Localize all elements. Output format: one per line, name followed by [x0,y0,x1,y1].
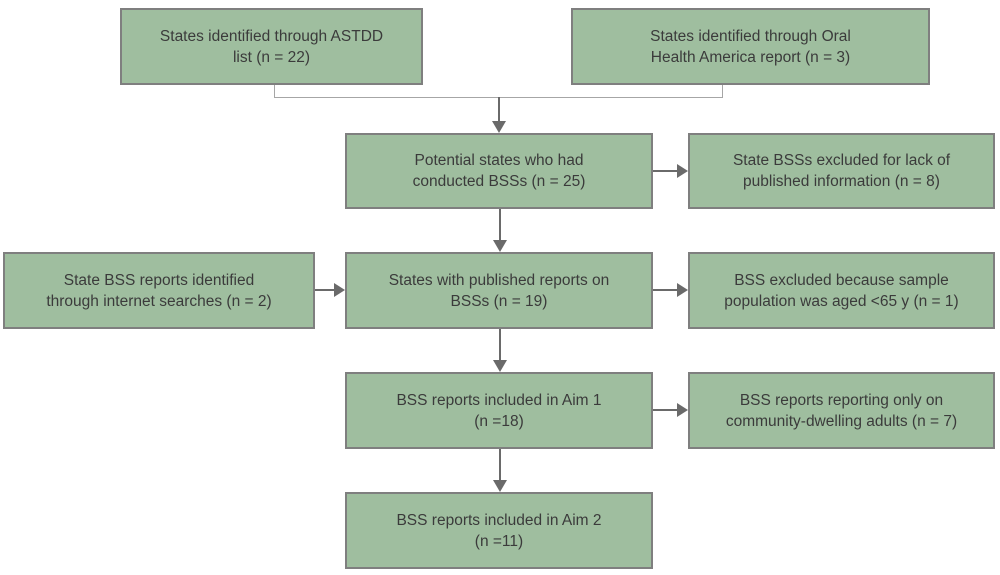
box-text-line: BSS reports reporting only on [739,391,944,409]
box-excluded-aged-under-65: BSS excluded because sample population w… [688,252,995,329]
box-text-line: Potential states who had [414,152,584,169]
box-text-line: (n =11) [474,532,524,550]
box-text-line: community-dwelling adults (n = 7) [725,412,958,430]
box-potential-states-bss: Potential states who had conducted BSSs … [345,133,653,209]
box-text-line: BSS reports included in Aim 1 [396,391,602,409]
box-text-line: Health America report (n = 3) [650,48,851,66]
arrow-down-icon [493,240,507,252]
box-text-line: published information (n = 8) [743,173,940,190]
connector-line [274,85,275,97]
arrow-right-icon [677,164,688,178]
arrow-right-icon [677,403,688,417]
box-included-aim-2: BSS reports included in Aim 2 (n =11) [345,492,653,569]
arrow-right-icon [334,283,345,297]
arrow-right-line [653,289,677,291]
box-text-line: States with published reports on [388,271,610,289]
arrow-right-line [315,289,334,291]
box-excluded-lack-published: State BSSs excluded for lack of publishe… [688,133,995,209]
box-text-line: BSSs (n = 19) [450,292,548,310]
arrow-right-icon [677,283,688,297]
box-text-line: States identified through Oral [650,27,851,45]
box-text-line: State BSS reports identified [63,271,255,289]
box-text-line: States identified through ASTDD [159,27,384,45]
arrow-down-line [499,329,501,360]
box-internet-searches: State BSS reports identified through int… [3,252,315,329]
box-text-line: conducted BSSs (n = 25) [412,173,586,190]
box-text-line: State BSSs excluded for lack of [732,152,951,169]
arrow-right-line [653,409,677,411]
arrow-down-icon [493,480,507,492]
arrow-down-icon [492,121,506,133]
box-text-line: BSS reports included in Aim 2 [396,511,602,529]
arrow-down-line [498,97,500,121]
box-text-line: (n =18) [474,412,524,430]
arrow-down-line [499,209,501,240]
arrow-right-line [653,170,677,172]
arrow-down-line [499,449,501,480]
box-included-aim-1: BSS reports included in Aim 1 (n =18) [345,372,653,449]
arrow-down-icon [493,360,507,372]
box-published-reports: States with published reports on BSSs (n… [345,252,653,329]
box-text-line: through internet searches (n = 2) [46,292,272,310]
box-states-astdd-list: States identified through ASTDD list (n … [120,8,423,85]
box-text-line: list (n = 22) [232,48,311,66]
box-text-line: BSS excluded because sample [734,271,949,289]
connector-line [722,85,723,97]
box-community-dwelling-only: BSS reports reporting only on community-… [688,372,995,449]
box-text-line: population was aged <65 y (n = 1) [724,292,959,310]
box-states-oral-health-america: States identified through Oral Health Am… [571,8,930,85]
